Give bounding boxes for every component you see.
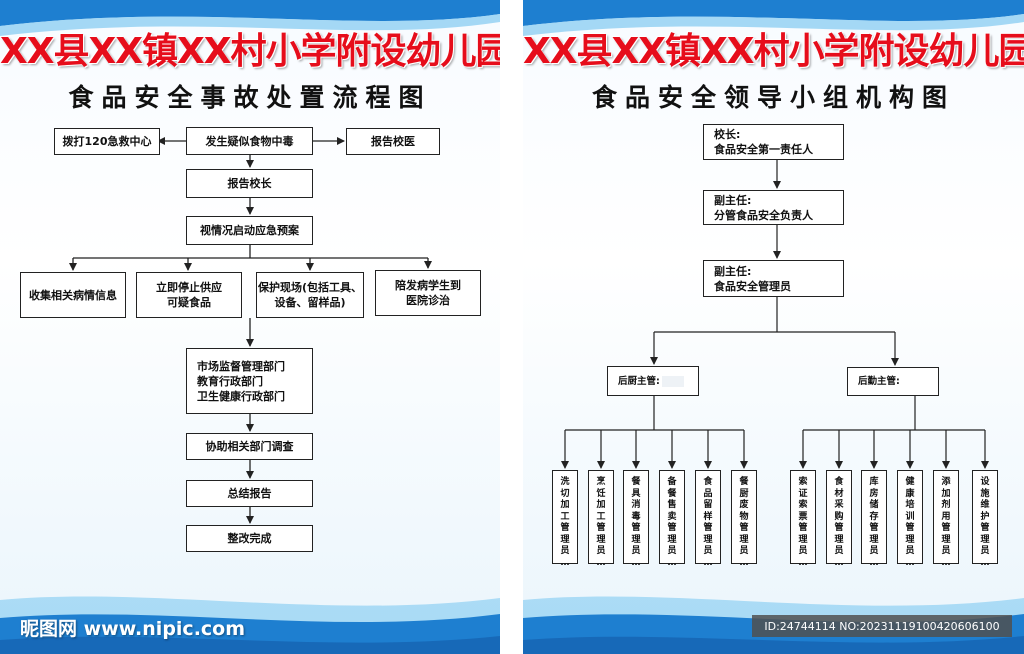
node-accompany-students: 陪发病学生到 医院诊治 — [375, 270, 481, 316]
node-logistics-supervisor: 后勤主管: — [847, 367, 939, 396]
logistics-staff-box: 索证索票管理员… — [790, 470, 816, 568]
kitchen-staff-box: 餐厨废物管理员… — [731, 470, 757, 568]
logistics-staff-box: 添加剂用管理员… — [933, 470, 959, 568]
page-title: XX县XX镇XX村小学附设幼儿园 — [523, 31, 1024, 72]
node-stop-supply: 立即停止供应 可疑食品 — [136, 272, 242, 318]
logistics-staff-box: 健康培训管理员… — [897, 470, 923, 568]
node-collect-info: 收集相关病情信息 — [20, 272, 126, 318]
node-rectification-complete: 整改完成 — [186, 525, 313, 552]
node-vice-director-2: 副主任: 食品安全管理员 — [703, 260, 844, 297]
node-start-emergency-plan: 视情况启动应急预案 — [186, 216, 313, 245]
kitchen-staff-box: 烹饪加工管理员… — [588, 470, 614, 568]
page-title: XX县XX镇XX村小学附设幼儿园 — [0, 31, 500, 72]
node-suspected-poisoning: 发生疑似食物中毒 — [186, 127, 313, 155]
flowchart-subtitle: 食品安全事故处置流程图 — [68, 83, 432, 112]
node-call-120: 拨打120急救中心 — [54, 128, 160, 155]
kitchen-staff-box: 洗切加工管理员… — [552, 470, 578, 568]
node-report-school-doctor: 报告校医 — [346, 128, 440, 155]
node-government-departments: 市场监督管理部门 教育行政部门 卫生健康行政部门 — [186, 348, 313, 414]
logistics-staff-box: 设施维护管理员… — [972, 470, 998, 568]
watermark-text: 昵图网 www.nipic.com — [20, 618, 246, 640]
node-summary-report: 总结报告 — [186, 480, 313, 507]
node-vice-director-1: 副主任: 分管食品安全负责人 — [703, 190, 844, 225]
logistics-staff-box: 库房储存管理员… — [861, 470, 887, 568]
kitchen-supervisor-label: 后厨主管: — [618, 375, 660, 387]
node-report-principal: 报告校长 — [186, 169, 313, 198]
node-assist-investigation: 协助相关部门调查 — [186, 433, 313, 460]
image-id-strip: ID:24744114 NO:20231119100420606100 — [752, 615, 1012, 637]
kitchen-staff-box: 食品留样管理员… — [695, 470, 721, 568]
logistics-supervisor-label: 后勤主管: — [858, 376, 900, 387]
node-kitchen-supervisor: 后厨主管: — [607, 366, 699, 396]
logistics-staff-box: 食材采购管理员… — [826, 470, 852, 568]
blank-field — [661, 375, 684, 387]
wave-decoration — [0, 0, 500, 654]
flow-connectors — [69, 137, 432, 524]
org-chart-panel: XX县XX镇XX村小学附设幼儿园 食品安全领导小组机构图 校长: 食品安全第一责… — [523, 0, 1024, 654]
flowchart-panel: XX县XX镇XX村小学附设幼儿园 食品安全事故处置流程图 拨打120急救中心 发… — [0, 0, 500, 654]
kitchen-staff-box: 餐具消毒管理员… — [623, 470, 649, 568]
kitchen-staff-box: 备餐售卖管理员… — [659, 470, 685, 568]
node-principal: 校长: 食品安全第一责任人 — [703, 124, 844, 160]
org-connectors — [561, 160, 989, 469]
node-protect-scene: 保护现场(包括工具、 设备、留样品) — [256, 272, 364, 318]
org-chart-subtitle: 食品安全领导小组机构图 — [591, 83, 955, 112]
